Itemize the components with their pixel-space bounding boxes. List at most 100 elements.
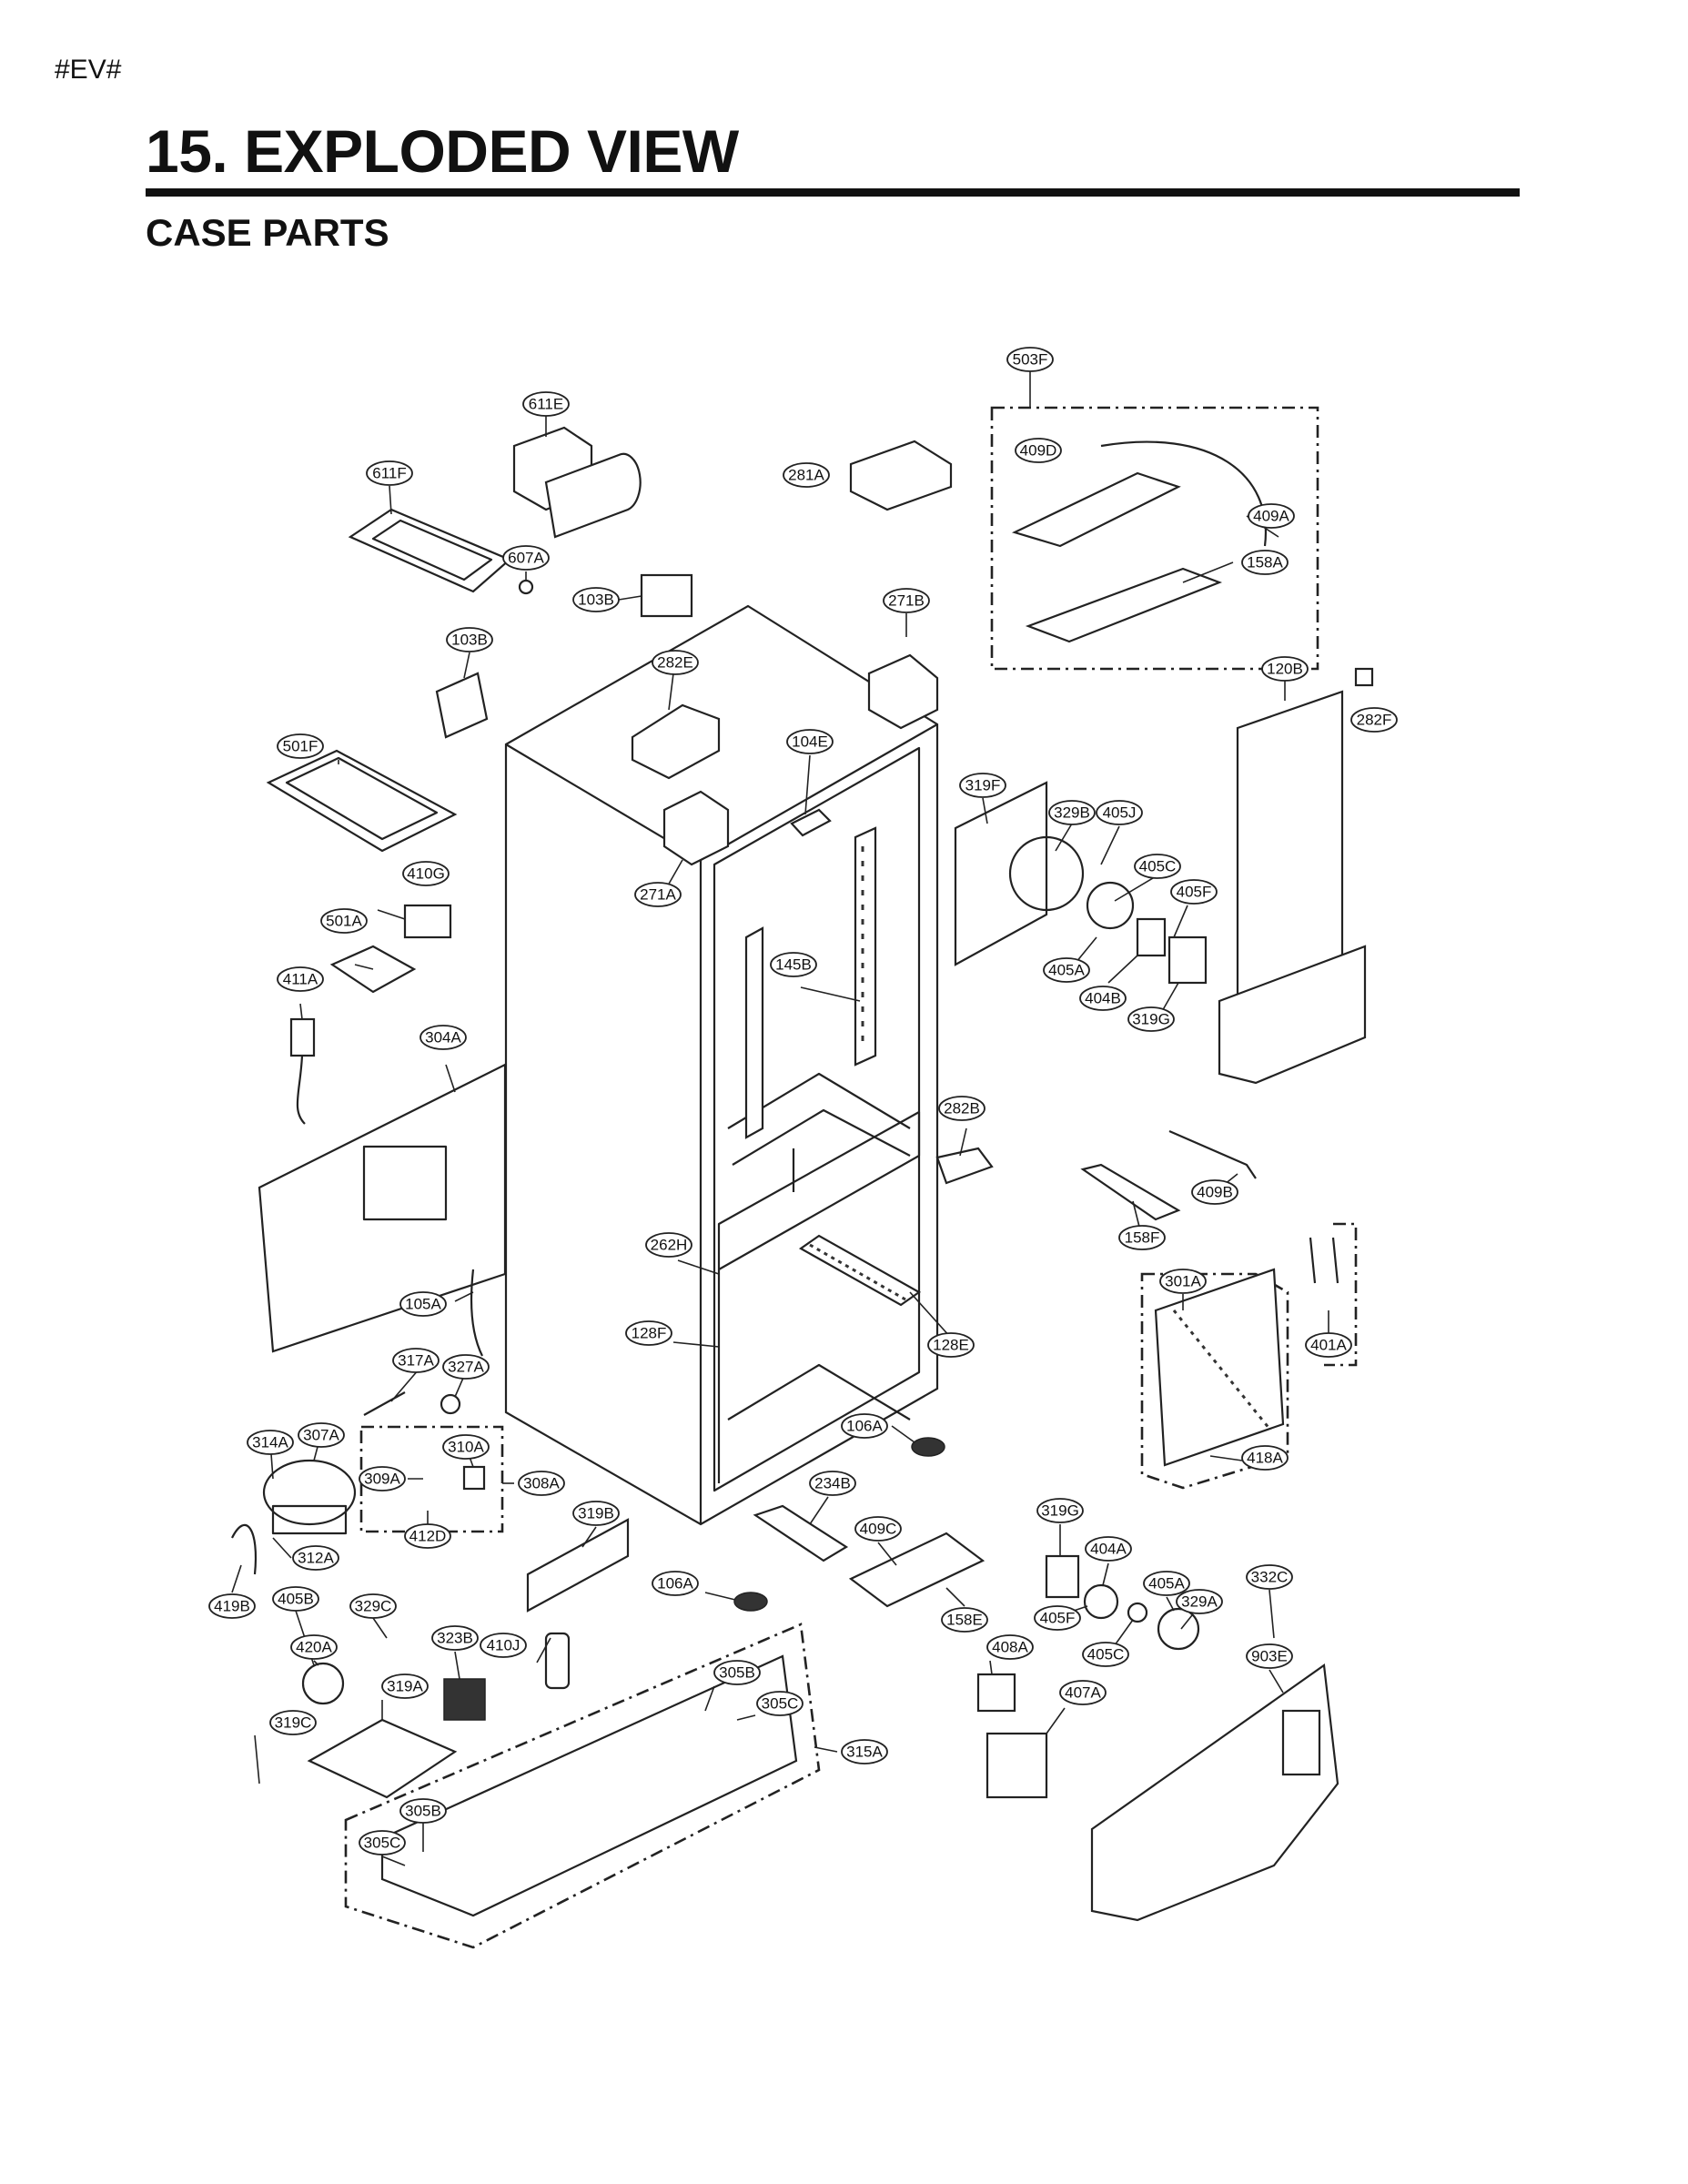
callout-319G-upper: 319G (1127, 1006, 1175, 1032)
svg-text:282B: 282B (944, 1100, 980, 1117)
callout-103B-left: 103B (446, 627, 493, 652)
svg-text:329A: 329A (1181, 1593, 1218, 1611)
fan-shroud-407A (986, 1732, 1048, 1799)
shelf-128E (798, 1234, 922, 1307)
leader-lines (231, 371, 1329, 1866)
callout-305C-lower: 305C (359, 1830, 406, 1855)
hose-105A (470, 1269, 483, 1357)
cord-411A (289, 1017, 316, 1125)
callout-315A: 315A (841, 1739, 888, 1764)
svg-text:409A: 409A (1253, 508, 1289, 525)
svg-text:305B: 305B (405, 1803, 441, 1820)
callout-501A: 501A (320, 908, 368, 934)
callout-120B: 120B (1261, 656, 1309, 682)
svg-text:409B: 409B (1197, 1184, 1233, 1201)
door-panel-120B (1218, 690, 1367, 1085)
svg-text:282F: 282F (1357, 712, 1392, 729)
callout-323B: 323B (431, 1625, 479, 1651)
svg-text:310A: 310A (448, 1439, 484, 1456)
screw-607A (518, 579, 534, 595)
cover-282E (631, 703, 721, 780)
callout-409A: 409A (1248, 503, 1295, 529)
svg-text:611E: 611E (529, 396, 563, 413)
callout-145B: 145B (770, 952, 817, 977)
cover-234B (753, 1504, 849, 1562)
callout-128F: 128F (625, 1320, 672, 1346)
svg-text:319A: 319A (387, 1678, 423, 1695)
callout-271A: 271A (634, 882, 682, 907)
svg-text:420A: 420A (296, 1639, 332, 1656)
motor-405A (1136, 917, 1167, 957)
svg-text:104E: 104E (792, 733, 828, 751)
bottom-plate-315A (344, 1623, 821, 1949)
svg-text:106A: 106A (657, 1575, 693, 1592)
svg-text:327A: 327A (448, 1359, 484, 1376)
callout-405C-lower: 405C (1082, 1642, 1129, 1667)
callout-419B: 419B (208, 1593, 256, 1619)
callout-305C-upper: 305C (756, 1691, 804, 1716)
callout-128E: 128E (927, 1332, 975, 1358)
svg-text:128E: 128E (933, 1337, 969, 1354)
callout-329C: 329C (349, 1593, 397, 1619)
svg-text:611F: 611F (372, 465, 407, 482)
svg-text:501F: 501F (283, 738, 318, 755)
svg-text:301A: 301A (1165, 1273, 1201, 1290)
svg-text:329C: 329C (355, 1598, 392, 1615)
svg-text:305C: 305C (364, 1835, 401, 1852)
group-503F (990, 406, 1319, 671)
grille-158F (1080, 1163, 1181, 1221)
callout-409B: 409B (1191, 1179, 1238, 1205)
callout-305B-upper: 305B (713, 1660, 761, 1685)
svg-text:319F: 319F (965, 777, 1001, 794)
hinge-271B (867, 653, 939, 730)
svg-text:411A: 411A (283, 971, 318, 988)
svg-text:404A: 404A (1090, 1541, 1127, 1558)
callout-271B: 271B (883, 588, 930, 613)
callout-409C: 409C (854, 1516, 902, 1542)
callout-405A-upper: 405A (1043, 957, 1090, 983)
callout-408A: 408A (986, 1634, 1034, 1660)
svg-text:128F: 128F (632, 1325, 667, 1342)
section-title: CASE PARTS (146, 211, 389, 254)
pan-319A (307, 1718, 458, 1799)
tray-611F (348, 508, 512, 593)
callout-262H: 262H (645, 1232, 692, 1258)
svg-text:305C: 305C (762, 1695, 799, 1713)
svg-text:405F: 405F (1177, 884, 1212, 901)
lamp-case-158A (1025, 567, 1223, 643)
hinge-271A (662, 790, 730, 866)
svg-text:234B: 234B (814, 1475, 851, 1492)
callout-404B: 404B (1079, 986, 1127, 1011)
callout-411A: 411A (277, 966, 324, 992)
callout-158A: 158A (1241, 550, 1289, 575)
svg-text:409C: 409C (860, 1521, 897, 1538)
svg-text:315A: 315A (846, 1744, 883, 1761)
svg-text:314A: 314A (252, 1434, 288, 1451)
svg-text:410G: 410G (407, 865, 445, 883)
svg-text:158A: 158A (1247, 554, 1283, 571)
callout-310A: 310A (442, 1434, 490, 1460)
filter-cover-501F (266, 749, 458, 853)
fan-420A (301, 1662, 345, 1705)
svg-text:407A: 407A (1065, 1684, 1101, 1702)
cover-319G (1167, 935, 1208, 985)
callout-503F: 503F (1006, 347, 1054, 372)
svg-text:317A: 317A (398, 1352, 434, 1370)
callout-420A: 420A (290, 1634, 338, 1660)
callout-407A: 407A (1059, 1680, 1107, 1705)
cover-319G-lower (1045, 1554, 1080, 1599)
callout-158F: 158F (1118, 1225, 1166, 1250)
callout-329B-upper: 329B (1048, 800, 1096, 825)
svg-text:319G: 319G (1132, 1011, 1170, 1028)
fan-cover-319F (954, 781, 1085, 966)
callout-312A: 312A (292, 1545, 339, 1571)
svg-text:412D: 412D (409, 1528, 447, 1545)
callout-304A: 304A (419, 1025, 467, 1050)
pipe-419B (231, 1524, 257, 1575)
svg-text:401A: 401A (1310, 1337, 1347, 1354)
callout-409D: 409D (1015, 438, 1062, 463)
callout-903E: 903E (1246, 1643, 1293, 1669)
svg-text:332C: 332C (1251, 1569, 1289, 1586)
svg-text:281A: 281A (788, 467, 824, 484)
